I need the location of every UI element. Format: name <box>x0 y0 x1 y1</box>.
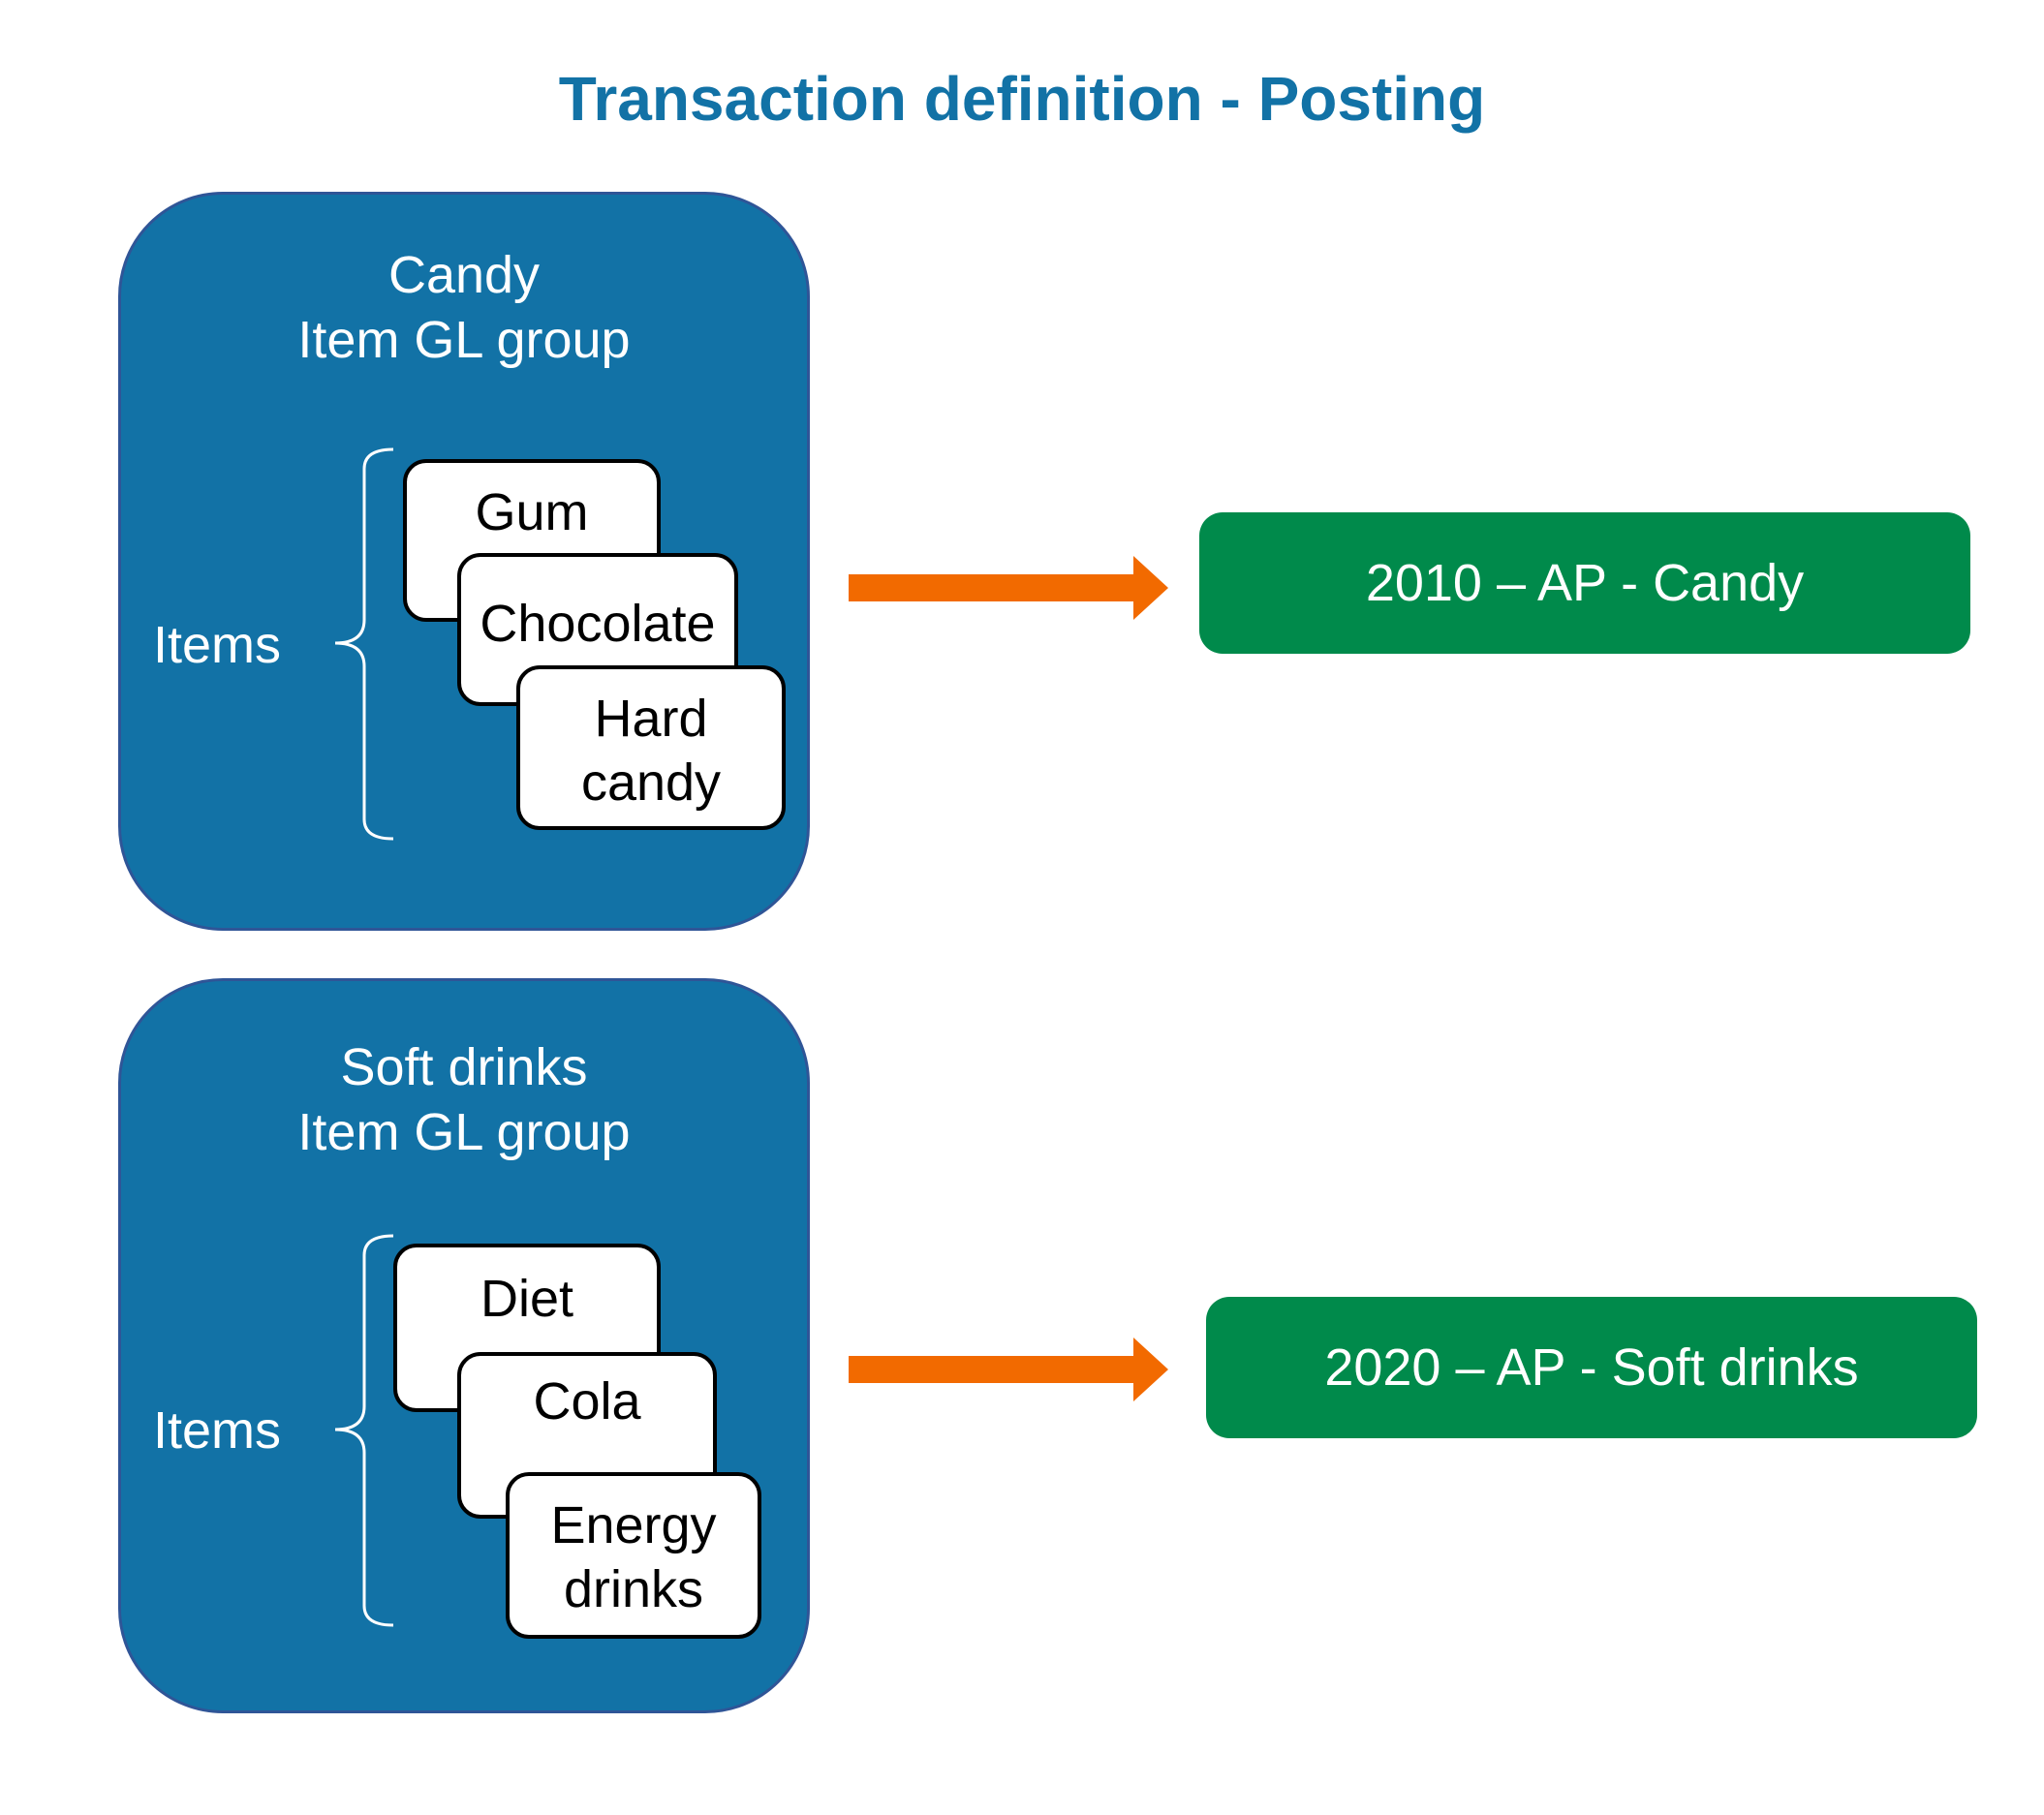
items-label: Items <box>153 616 282 674</box>
gl-account-label: 2020 – AP - Soft drinks <box>1324 1338 1859 1397</box>
item-name: Cola <box>533 1372 641 1430</box>
item-card-energy-drinks: Energy drinks <box>506 1472 761 1639</box>
item-name: Diet <box>480 1270 574 1328</box>
item-name-line2: drinks <box>563 1560 704 1618</box>
item-name: Chocolate <box>480 595 716 653</box>
gl-account-label: 2010 – AP - Candy <box>1365 554 1805 612</box>
posting-arrow <box>849 1338 1168 1401</box>
posting-arrow <box>849 556 1168 620</box>
item-name: Hard <box>594 690 708 748</box>
item-card-hard-candy: Hard candy <box>516 665 786 830</box>
items-brace <box>334 447 394 841</box>
item-name-line2: candy <box>580 754 722 812</box>
group-name-line1: Candy <box>387 246 541 304</box>
items-label: Items <box>153 1401 282 1460</box>
item-name: Gum <box>475 483 589 541</box>
group-name-line2: Item GL group <box>297 311 631 369</box>
group-name-line1: Soft drinks <box>340 1038 588 1096</box>
gl-account-candy: 2010 – AP - Candy <box>1199 512 1970 654</box>
item-name: Energy <box>550 1496 717 1554</box>
gl-account-soft-drinks: 2020 – AP - Soft drinks <box>1206 1297 1977 1438</box>
diagram-title: Transaction definition - Posting <box>558 64 1486 134</box>
items-brace <box>334 1234 394 1627</box>
group-name-line2: Item GL group <box>297 1103 631 1161</box>
